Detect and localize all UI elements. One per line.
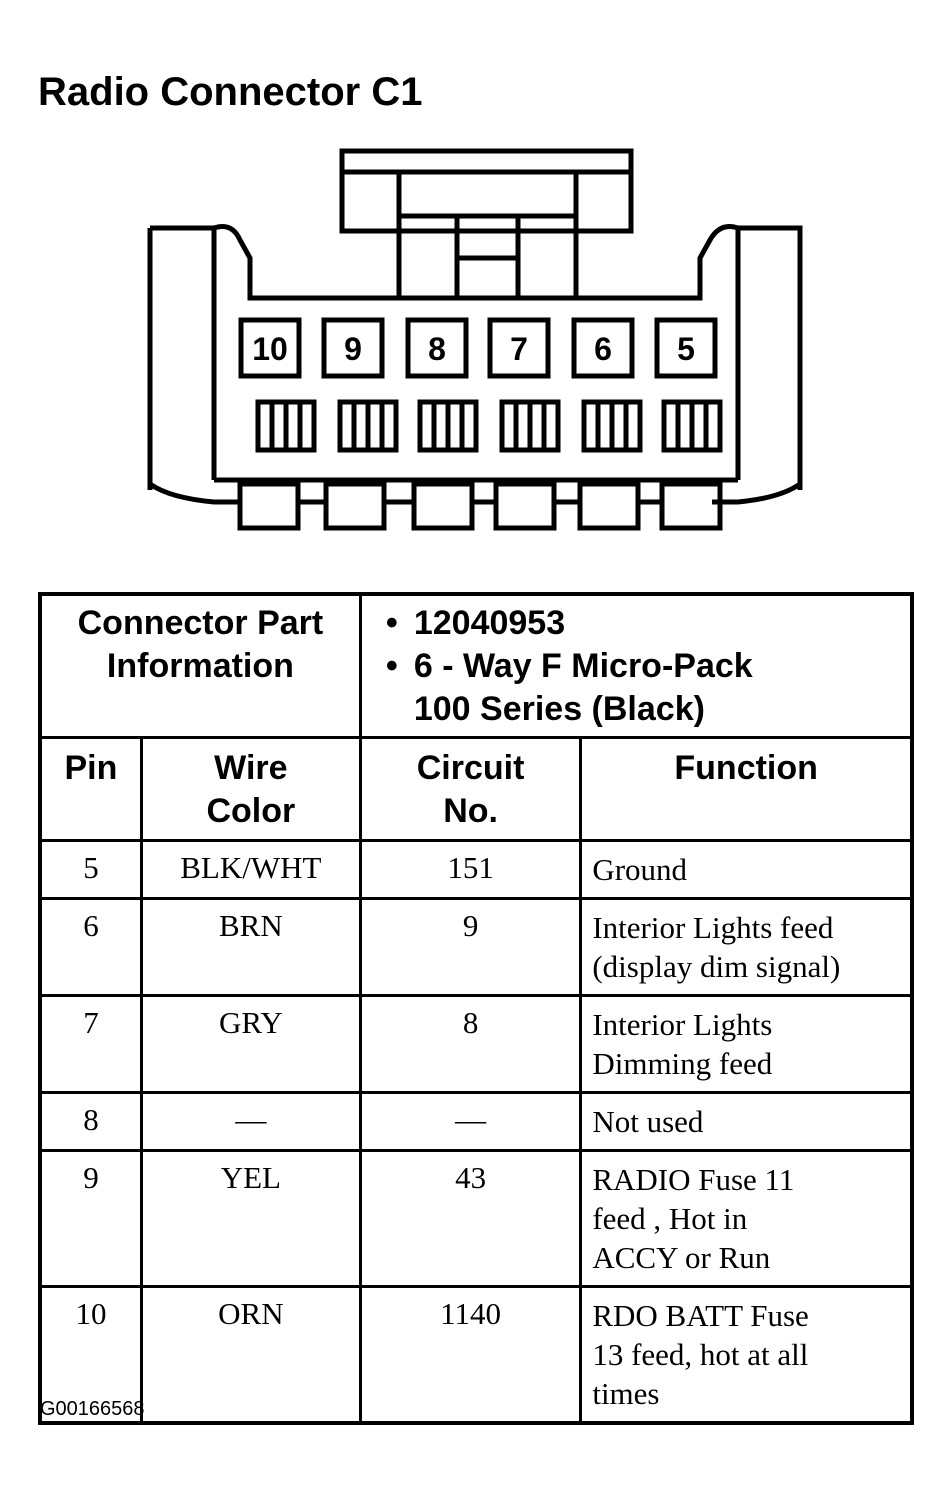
- pinout-table: Connector Part Information •12040953 •6 …: [38, 592, 914, 1425]
- pin-cell: 8: [38, 1091, 143, 1152]
- connector-drawing: 10 9 8 7 6 5: [147, 148, 803, 531]
- pin-cell: 5: [38, 839, 143, 900]
- cavity-label-9: 9: [344, 331, 362, 367]
- cavity-label-5: 5: [677, 331, 695, 367]
- wire-color-cell: GRY: [139, 994, 362, 1094]
- function-cell: Interior Lights Dimming feed: [579, 994, 914, 1094]
- wire-color-cell: BLK/WHT: [139, 839, 362, 900]
- column-header-row: Pin Wire Color Circuit No. Function: [38, 736, 914, 842]
- part-info-label: Connector Part Information: [38, 592, 362, 739]
- wire-color-cell: YEL: [139, 1149, 362, 1288]
- function-cell: Interior Lights feed (display dim signal…: [579, 897, 914, 997]
- col-header-function: Function: [579, 736, 914, 842]
- cavity-box-9: [321, 317, 385, 379]
- cavity-label-10: 10: [252, 331, 288, 367]
- table-row: 8 — — Not used: [38, 1091, 914, 1152]
- function-cell: Not used: [579, 1091, 914, 1152]
- pin-cell: 6: [38, 897, 143, 997]
- table-row: 9 YEL 43 RADIO Fuse 11 feed , Hot in ACC…: [38, 1149, 914, 1288]
- cavity-box-7: [487, 317, 551, 379]
- diagram-title: Radio Connector C1: [38, 70, 423, 114]
- circuit-cell: 43: [358, 1149, 583, 1288]
- table-row: 7 GRY 8 Interior Lights Dimming feed: [38, 994, 914, 1094]
- cavity-label-6: 6: [594, 331, 612, 367]
- connector-series: 100 Series (Black): [413, 690, 705, 728]
- circuit-cell: —: [358, 1091, 583, 1152]
- circuit-cell: 9: [358, 897, 583, 997]
- cavity-box-10: [238, 317, 302, 379]
- pin-cell: 10: [38, 1285, 143, 1425]
- cavity-box-5: [654, 317, 718, 379]
- table-row: 10 ORN 1140 RDO BATT Fuse 13 feed, hot a…: [38, 1285, 914, 1425]
- wire-color-cell: BRN: [139, 897, 362, 997]
- col-header-pin: Pin: [38, 736, 143, 842]
- wire-color-cell: ORN: [139, 1285, 362, 1425]
- circuit-cell: 151: [358, 839, 583, 900]
- bullet-icon: •: [385, 604, 398, 642]
- part-number: •12040953: [386, 602, 910, 645]
- circuit-cell: 8: [358, 994, 583, 1094]
- col-header-circuit: Circuit No.: [358, 736, 583, 842]
- function-cell: Ground: [579, 839, 914, 900]
- cavity-box-8: [405, 317, 469, 379]
- bullet-icon: •: [385, 647, 398, 685]
- part-info-label-line1: Connector Part: [77, 604, 324, 642]
- circuit-cell: 1140: [358, 1285, 583, 1425]
- cavity-label-7: 7: [510, 331, 528, 367]
- part-info-values: •12040953 •6 - Way F Micro-Pack 100 Seri…: [358, 592, 914, 739]
- part-info-label-line2: Information: [106, 647, 294, 685]
- col-header-wire-color: Wire Color: [139, 736, 362, 842]
- pin-cell: 9: [38, 1149, 143, 1288]
- pin-cell: 7: [38, 994, 143, 1094]
- part-info-row: Connector Part Information •12040953 •6 …: [38, 592, 914, 739]
- table-row: 5 BLK/WHT 151 Ground: [38, 839, 914, 900]
- cavity-box-6: [571, 317, 635, 379]
- figure-id: G00166568: [40, 1398, 145, 1420]
- wire-color-cell: —: [139, 1091, 362, 1152]
- function-cell: RADIO Fuse 11 feed , Hot in ACCY or Run: [579, 1149, 914, 1288]
- terminal-slots: [255, 399, 723, 453]
- table-row: 6 BRN 9 Interior Lights feed (display di…: [38, 897, 914, 997]
- cavity-label-8: 8: [428, 331, 446, 367]
- connector-type: •6 - Way F Micro-Pack: [386, 645, 910, 688]
- function-cell: RDO BATT Fuse 13 feed, hot at all times: [579, 1285, 914, 1425]
